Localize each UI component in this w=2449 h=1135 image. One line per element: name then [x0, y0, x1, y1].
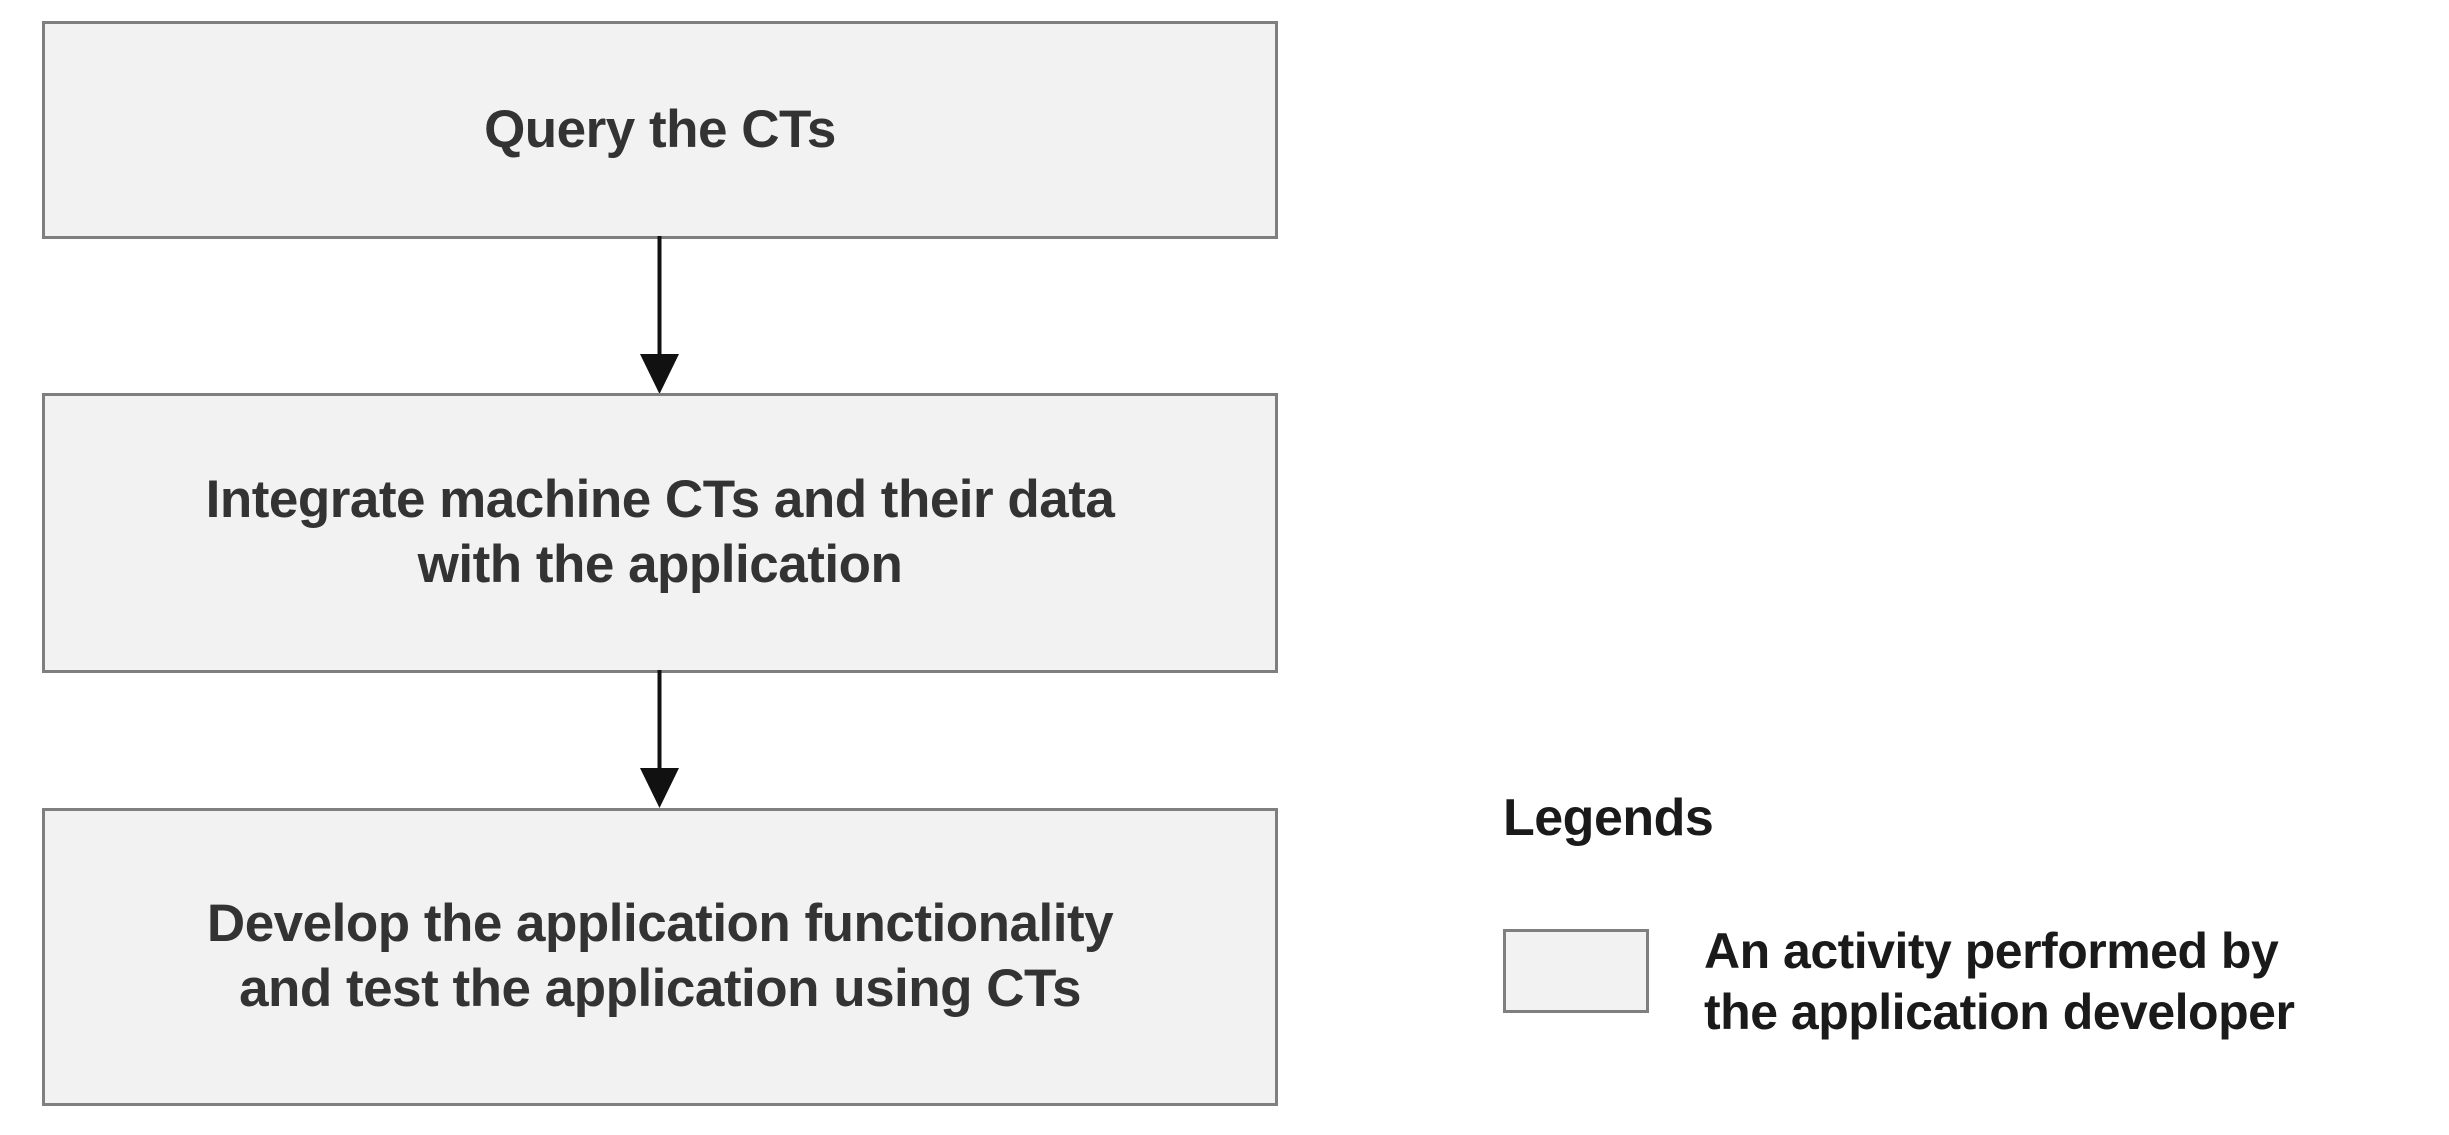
flow-node-query-label: Query the CTs [484, 99, 836, 159]
legend-item-description: An activity performed by the application… [1704, 923, 2295, 1041]
legend-panel: Legends An activity performed by the app… [1503, 789, 2433, 1043]
flow-arrow-integrate-to-develop [640, 670, 679, 808]
flow-node-develop[interactable]: Develop the application functionality an… [42, 808, 1278, 1106]
legend-title: Legends [1503, 789, 1714, 847]
flow-arrow-query-to-integrate [640, 236, 679, 394]
legend-item: An activity performed by the application… [1503, 921, 2433, 1043]
flow-node-query[interactable]: Query the CTs [42, 21, 1278, 239]
flow-node-integrate[interactable]: Integrate machine CTs and their data wit… [42, 393, 1278, 673]
legend-swatch-rectangle-icon [1503, 929, 1649, 1014]
flow-node-integrate-label: Integrate machine CTs and their data wit… [205, 470, 1115, 594]
flow-node-develop-label: Develop the application functionality an… [206, 894, 1114, 1018]
